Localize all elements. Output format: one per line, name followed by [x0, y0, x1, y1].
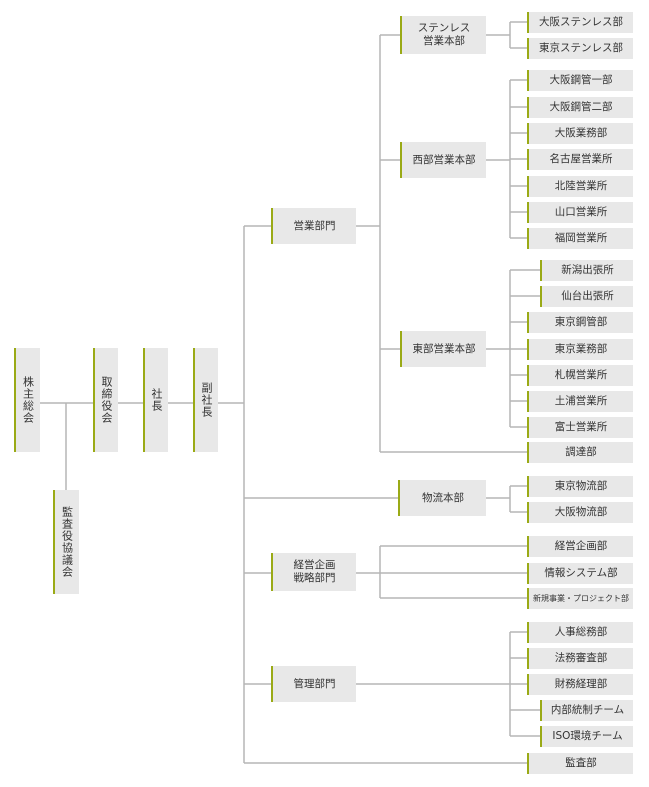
node-osaka-logistics: 大阪物流部 — [527, 502, 633, 523]
node-logistics-hq: 物流本部 — [398, 480, 486, 516]
node-president: 社長 — [143, 348, 168, 452]
node-hr: 人事総務部 — [527, 622, 633, 643]
node-sendai: 仙台出張所 — [540, 286, 633, 307]
node-east-hq: 東部営業本部 — [400, 331, 486, 367]
node-sales-division: 営業部門 — [271, 208, 356, 244]
node-shareholders: 株主総会 — [14, 348, 40, 452]
node-stainless-line1: ステンレス — [417, 22, 471, 34]
node-tokyo-stainless: 東京ステンレス部 — [527, 38, 633, 59]
node-osaka-stainless: 大阪ステンレス部 — [527, 12, 633, 33]
node-stainless-hq: ステンレス 営業本部 — [400, 16, 486, 54]
node-planning: 経営企画部 — [527, 536, 633, 557]
node-fukuoka: 福岡営業所 — [527, 228, 633, 249]
node-it: 情報システム部 — [527, 563, 633, 584]
node-tokyo-logistics: 東京物流部 — [527, 476, 633, 497]
node-osaka-steel-2: 大阪鋼管二部 — [527, 97, 633, 118]
node-west-hq: 西部営業本部 — [400, 142, 486, 178]
node-audit: 監査部 — [527, 753, 633, 774]
node-strategy-line2: 戦略部門 — [293, 572, 336, 584]
node-strategy-division: 経営企画 戦略部門 — [271, 553, 356, 591]
node-hokuriku: 北陸営業所 — [527, 176, 633, 197]
node-legal: 法務審査部 — [527, 648, 633, 669]
node-strategy-line1: 経営企画 — [293, 559, 336, 571]
node-tokyo-business: 東京業務部 — [527, 339, 633, 360]
node-tokyo-steel: 東京鋼管部 — [527, 312, 633, 333]
node-auditors-board: 監査役協議会 — [53, 490, 79, 594]
node-internal-control: 内部統制チーム — [540, 700, 633, 721]
node-fuji: 富士営業所 — [527, 417, 633, 438]
node-vice-president: 副社長 — [193, 348, 218, 452]
node-procurement: 調達部 — [527, 442, 633, 463]
node-osaka-steel-1: 大阪鋼管一部 — [527, 70, 633, 91]
node-directors: 取締役会 — [93, 348, 118, 452]
node-nagoya: 名古屋営業所 — [527, 149, 633, 170]
node-osaka-business: 大阪業務部 — [527, 123, 633, 144]
node-admin-division: 管理部門 — [271, 666, 356, 702]
node-sapporo: 札幌営業所 — [527, 365, 633, 386]
node-niigata: 新潟出張所 — [540, 260, 633, 281]
node-iso: ISO環境チーム — [540, 726, 633, 747]
node-stainless-line2: 営業本部 — [423, 35, 465, 47]
node-tsuchiura: 土浦営業所 — [527, 391, 633, 412]
node-new-business: 新規事業・プロジェクト部 — [527, 588, 633, 609]
node-finance: 財務経理部 — [527, 674, 633, 695]
node-yamaguchi: 山口営業所 — [527, 202, 633, 223]
